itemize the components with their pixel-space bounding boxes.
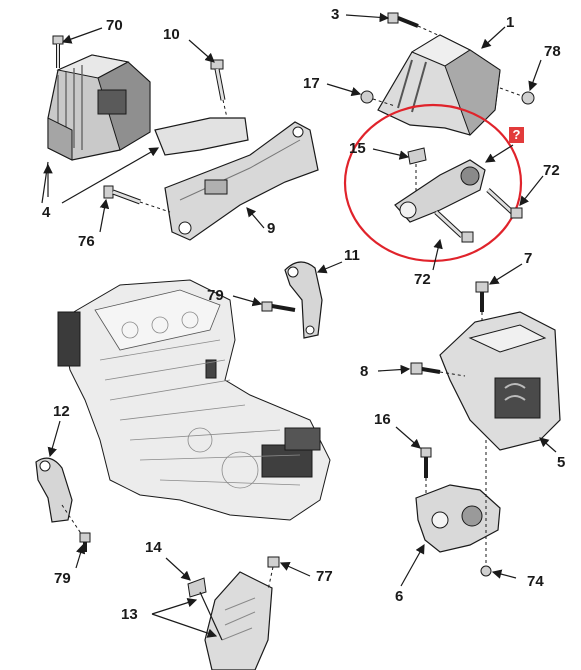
bolt-part-70 [52, 35, 64, 68]
clip-part-15 [407, 147, 427, 198]
nut-part-74 [480, 565, 492, 577]
bolt-part-79-upper [261, 301, 296, 312]
callout-10: 10 [163, 26, 180, 43]
bracket-part-11 [284, 261, 323, 339]
engine-gearbox-illustration [57, 279, 331, 521]
nut-part-78 [499, 87, 535, 105]
callout-72-lower: 72 [414, 271, 431, 288]
callout-77: 77 [316, 568, 333, 585]
bolt-part-76 [103, 185, 171, 213]
highlight-circle [343, 103, 523, 263]
callout-72-right: 72 [543, 162, 560, 179]
callout-14: 14 [145, 539, 162, 556]
callout-17: 17 [303, 75, 320, 92]
callout-9: 9 [267, 220, 276, 237]
callout-6: 6 [395, 588, 404, 605]
bracket-part-1 [377, 34, 501, 136]
torque-arm-part-unknown [394, 159, 486, 223]
callout-79-lower: 79 [54, 570, 71, 587]
callout-70: 70 [106, 17, 123, 34]
callout-76: 76 [78, 233, 95, 250]
callout-11: 11 [344, 247, 360, 264]
callout-5: 5 [557, 454, 566, 471]
callout-12: 12 [53, 403, 70, 420]
shield-part-13 [204, 571, 273, 670]
callout-3: 3 [331, 6, 340, 23]
callout-79-upper: 79 [207, 287, 224, 304]
nut-part-17 [360, 90, 396, 107]
callout-13: 13 [121, 606, 138, 623]
leader-lines [41, 12, 557, 638]
engine-mount-block-part-4 [47, 54, 151, 161]
callout-unknown-part: ? [509, 127, 524, 143]
bolt-part-72-right [486, 188, 523, 219]
bolt-part-77 [267, 556, 280, 591]
bracket-part-12 [35, 457, 83, 536]
bracket-part-9 [154, 117, 319, 241]
callout-16: 16 [374, 411, 391, 428]
callout-15: 15 [349, 140, 366, 157]
callout-1: 1 [506, 14, 515, 31]
lower-mount-part-6 [415, 440, 501, 565]
bolt-part-8 [410, 362, 466, 377]
bolt-part-72-lower [434, 210, 474, 243]
callout-78: 78 [544, 43, 561, 60]
bolt-part-3 [387, 12, 441, 37]
mount-part-5 [439, 311, 561, 451]
callout-4: 4 [42, 204, 51, 221]
callout-7: 7 [524, 250, 533, 267]
callout-8: 8 [360, 363, 369, 380]
callout-74: 74 [527, 573, 544, 590]
pad-part-14 [187, 577, 223, 641]
